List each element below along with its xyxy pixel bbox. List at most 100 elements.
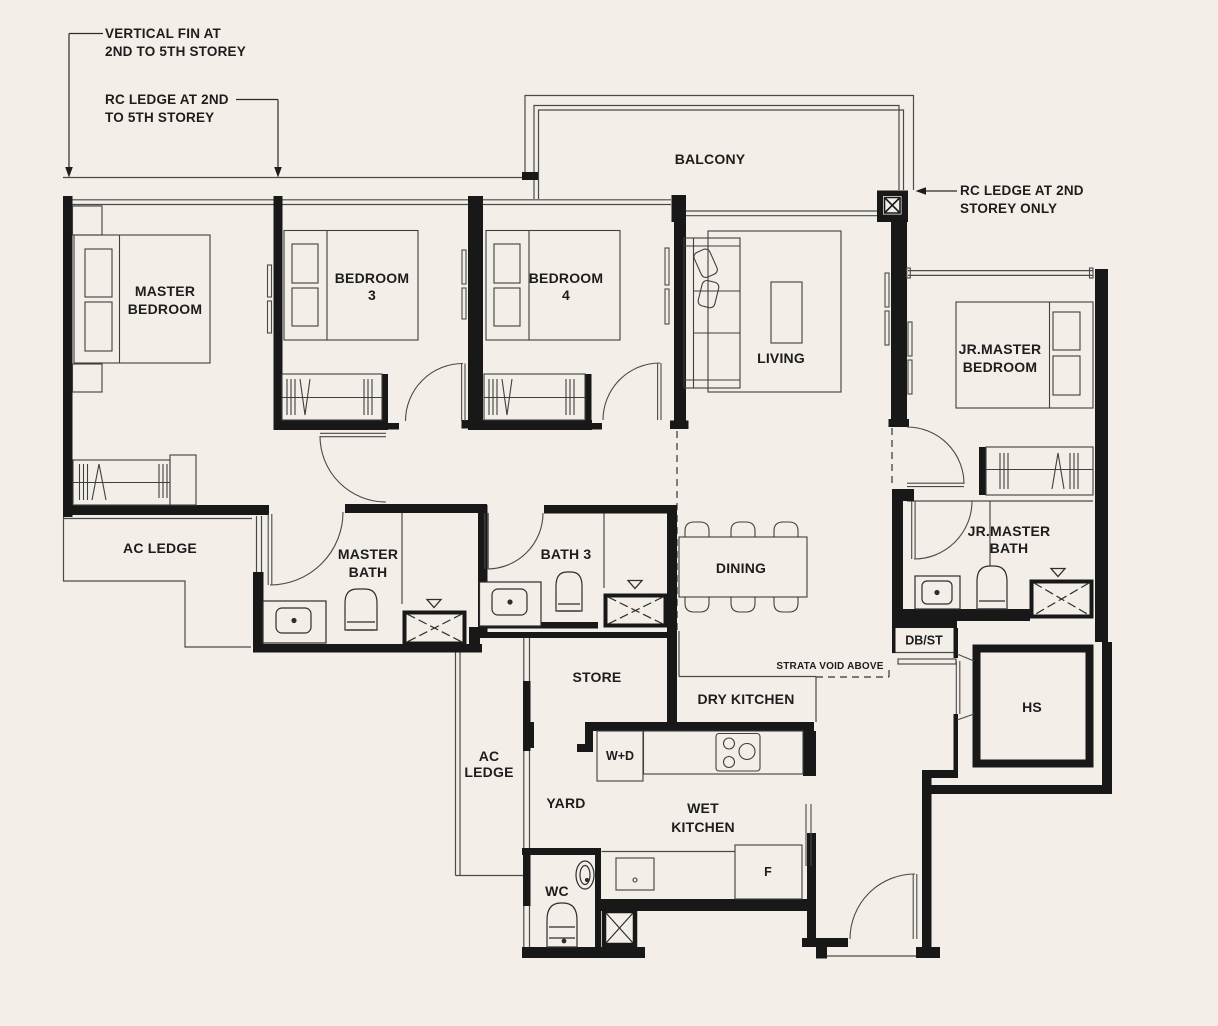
- bath3-door-arc: [486, 512, 544, 570]
- wall-wd-foot: [577, 744, 593, 752]
- wall-bed3-jamb: [388, 423, 399, 430]
- masterbath-toilet-base: [347, 621, 375, 631]
- label-ac-ledge-right-2: LEDGE: [464, 764, 513, 780]
- label-ac-ledge-left: AC LEDGE: [123, 540, 197, 556]
- living-furniture: [683, 230, 842, 393]
- stroked-boxes: [402, 579, 1094, 948]
- wall-bed4-living-cap: [670, 420, 689, 429]
- masterbath-door-leaf: [267, 514, 273, 585]
- bath3-toilet: [555, 571, 583, 612]
- master-pillow: [84, 248, 113, 298]
- wall-unit-se: [931, 785, 1112, 794]
- jrbath-door-arc: [913, 500, 973, 560]
- master-wardrobe-end: [169, 454, 197, 506]
- anno-rc-ledge-right-2: STOREY ONLY: [960, 201, 1057, 216]
- anno-rc-ledge-right-1: RC LEDGE AT 2ND: [960, 183, 1084, 198]
- annotation-arrows: [65, 167, 926, 195]
- wall-master-bed3: [273, 196, 283, 430]
- bath3-shower-x-icon: [607, 596, 664, 625]
- dining-table: [678, 536, 808, 598]
- wall-entry-notch: [816, 947, 827, 959]
- master-door-leaf: [320, 432, 386, 438]
- label-bedroom4-1: BEDROOM: [529, 270, 604, 286]
- wall-bath3-top: [544, 505, 677, 514]
- bed3-door-leaf: [461, 363, 466, 421]
- entrance-door-leaf: [912, 874, 918, 939]
- label-living: LIVING: [757, 350, 805, 366]
- bed4-door-leaf: [657, 363, 662, 420]
- coffee-table: [770, 281, 803, 344]
- dbst-shelf: [897, 658, 957, 665]
- label-hs: HS: [1022, 699, 1042, 715]
- anno-vertical-fin-2: 2ND TO 5TH STOREY: [105, 44, 246, 59]
- masterbath-drain: [291, 617, 297, 624]
- master-pillow: [84, 301, 113, 352]
- bath3-door-leaf: [484, 513, 489, 569]
- balcony-outer-ledge: [524, 94, 915, 190]
- masterbath-toilet: [344, 588, 378, 631]
- jr-door-arc: [906, 426, 965, 485]
- balcony-parapet-outer: [533, 104, 900, 199]
- master-bed: [73, 234, 211, 364]
- arrow-left-icon: [915, 187, 926, 195]
- dining-chair: [730, 521, 756, 537]
- wall-jrbath-bottom: [892, 609, 1030, 621]
- label-balcony: BALCONY: [675, 151, 746, 167]
- bed3-bench-hatch: [363, 379, 373, 415]
- label-master-bath-1: MASTER: [338, 546, 398, 562]
- track-mark: [664, 288, 670, 325]
- wall-bed4-jamb: [592, 423, 602, 430]
- living-rug: [707, 230, 842, 393]
- track-mark: [907, 359, 913, 395]
- wc-toilet: [546, 902, 578, 948]
- bed4-bench-bar: [585, 374, 592, 421]
- yard-wall-panel-2: [523, 848, 531, 906]
- wall-bath3-left: [478, 505, 488, 633]
- shower-triangles: [425, 567, 1067, 609]
- balcony-parapet-block: [522, 172, 538, 180]
- wall-unit-right-upper: [1095, 269, 1108, 642]
- label-bath3: BATH 3: [541, 546, 592, 562]
- wc-basin-inner: [579, 864, 591, 886]
- label-dining: DINING: [716, 560, 766, 576]
- bed3-bench-hatch: [286, 378, 311, 416]
- wc-trap-x-icon: [605, 912, 634, 944]
- master-door-arc: [319, 435, 387, 503]
- label-washer-dryer: W+D: [606, 749, 634, 763]
- label-master-bedroom-1: MASTER: [135, 283, 195, 299]
- dry-kitchen-boundary: [678, 631, 817, 722]
- jrbath-door-leaf: [911, 501, 916, 559]
- master-bedroom-furniture: [71, 205, 211, 506]
- master-shower-box: [402, 610, 467, 646]
- bed4-pillow: [493, 287, 521, 327]
- label-ac-ledge-right-1: AC: [479, 748, 500, 764]
- wall-dbst-right-lower: [953, 714, 958, 777]
- wall-masterbath-top: [345, 504, 487, 513]
- master-shower-head-icon: [425, 598, 443, 609]
- bed3-door-arc: [404, 362, 464, 422]
- track-mark: [266, 264, 273, 298]
- track-mark: [907, 321, 913, 357]
- jr-shower-head-icon: [1049, 567, 1067, 578]
- wall-dbst-top: [892, 621, 957, 628]
- label-jr-master-bedroom-1: JR.MASTER: [959, 341, 1042, 357]
- wall-master-bottom: [63, 505, 269, 515]
- bed3-pillow: [291, 243, 319, 284]
- label-wc: WC: [545, 883, 569, 899]
- jr-pillow: [1052, 355, 1081, 396]
- bath3-shower-box: [603, 593, 668, 628]
- entrance-door-arc: [849, 873, 916, 940]
- jr-bed: [955, 301, 1094, 409]
- kitchen-furniture: [596, 730, 804, 900]
- label-fridge: F: [764, 865, 772, 879]
- cooktop-burner: [722, 737, 736, 750]
- label-jr-master-bedroom-2: BEDROOM: [963, 359, 1038, 375]
- wall-dbst-left: [892, 628, 896, 653]
- bed4-bench-hatch: [565, 379, 575, 415]
- track-mark: [461, 287, 467, 320]
- wall-master-left: [63, 196, 73, 517]
- wall-counter-right: [803, 731, 816, 776]
- label-wet-kitchen-2: KITCHEN: [671, 819, 735, 835]
